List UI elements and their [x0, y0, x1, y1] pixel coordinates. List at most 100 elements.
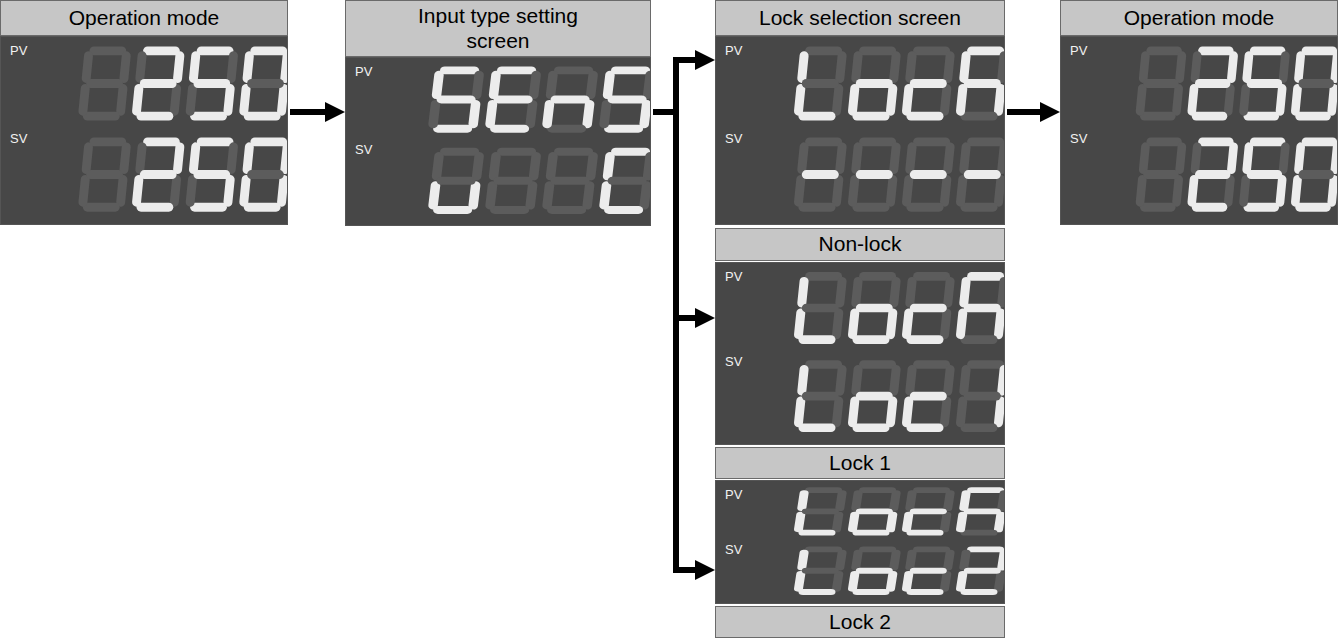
display-segment — [477, 75, 479, 95]
display-segment — [1283, 56, 1285, 79]
display-segment — [948, 553, 950, 568]
display-segment — [193, 56, 195, 79]
display-segment — [860, 568, 888, 574]
seven-segment-display — [1061, 37, 1337, 224]
display-segment — [547, 185, 549, 205]
display-segment — [83, 179, 85, 202]
display-segment — [587, 185, 589, 205]
display-segment — [86, 147, 88, 170]
display-segment — [1140, 179, 1142, 202]
display-segment — [972, 547, 1000, 553]
display-segment — [911, 589, 939, 595]
display-segment — [193, 147, 195, 170]
display-segment — [148, 137, 176, 146]
display-segment — [1002, 147, 1004, 170]
state-label: Lock 2 — [715, 606, 1005, 638]
display-segment — [1248, 112, 1275, 121]
title-text: Operation mode — [1124, 6, 1275, 30]
title-text: Input type setting screen — [391, 4, 606, 52]
display-segment — [799, 88, 801, 111]
display-segment — [1280, 179, 1282, 202]
state-text: Lock 2 — [829, 610, 891, 634]
display-segment — [802, 369, 804, 391]
display-segment — [1002, 56, 1004, 79]
display-segment — [285, 56, 287, 79]
display-segment — [907, 88, 909, 111]
display-segment — [247, 56, 249, 79]
display-segment — [247, 147, 249, 170]
display-segment — [473, 104, 475, 124]
display-segment — [124, 147, 126, 170]
display-segment — [433, 185, 435, 205]
display-photo: PVSV — [345, 57, 651, 226]
display-segment — [252, 170, 280, 179]
display-segment — [178, 56, 180, 79]
display-segment — [894, 147, 896, 170]
display-segment — [965, 335, 993, 344]
display-segment — [799, 401, 801, 423]
display-segment — [837, 179, 839, 202]
flow-arrow — [653, 112, 697, 570]
display-segment — [860, 508, 888, 514]
display-segment — [803, 335, 831, 344]
display-segment — [86, 56, 88, 79]
display-segment — [1231, 56, 1233, 79]
display-segment — [141, 112, 169, 121]
display-segment — [616, 148, 646, 156]
display-segment — [121, 88, 123, 111]
display-segment — [914, 568, 942, 574]
display-segment — [972, 272, 1000, 281]
display-segment — [837, 515, 839, 530]
display-segment — [964, 147, 966, 170]
display-segment — [1303, 79, 1330, 88]
display-segment — [806, 392, 834, 401]
display-segment — [910, 369, 912, 391]
display-segment — [840, 493, 842, 508]
display-segment — [1180, 56, 1182, 79]
display-segment — [860, 392, 888, 401]
display-segment — [853, 401, 855, 423]
display-segment — [864, 360, 892, 369]
display-segment — [195, 112, 223, 121]
display-segment — [840, 281, 842, 303]
display-segment — [965, 203, 993, 212]
display-segment — [999, 401, 1001, 423]
flow-arrow — [290, 109, 327, 115]
display-segment — [1199, 170, 1226, 179]
display-segment — [799, 515, 801, 530]
display-segment — [911, 203, 939, 212]
display-segment — [802, 553, 804, 568]
display-segment — [1199, 79, 1226, 88]
display-segment — [1140, 88, 1142, 111]
display-segment — [864, 547, 892, 553]
display-segment — [437, 156, 439, 176]
display-segment — [1254, 137, 1281, 146]
display-segment — [894, 493, 896, 508]
display-segment — [1151, 46, 1178, 55]
display-segment — [498, 177, 528, 185]
display-segment — [559, 66, 589, 74]
display-segment — [137, 179, 139, 202]
display-segment — [911, 335, 939, 344]
display-segment — [248, 203, 276, 212]
screen-title: Operation mode — [1060, 0, 1338, 36]
display-segment — [911, 112, 939, 121]
display-segment — [1192, 179, 1194, 202]
display-segment — [244, 88, 246, 111]
display-segment — [648, 156, 650, 176]
display-segment — [853, 515, 855, 530]
display-segment — [803, 112, 831, 121]
display-segment — [968, 170, 996, 179]
display-panel — [346, 58, 650, 225]
display-segment — [91, 170, 119, 179]
display-segment — [853, 179, 855, 202]
display-segment — [803, 423, 831, 432]
display-segment — [438, 125, 468, 133]
display-segment — [1180, 147, 1182, 170]
seven-segment-display — [716, 263, 1004, 444]
display-tag: SV — [355, 143, 372, 156]
display-segment — [965, 423, 993, 432]
display-segment — [648, 75, 650, 95]
display-segment — [141, 203, 169, 212]
display-segment — [799, 313, 801, 335]
